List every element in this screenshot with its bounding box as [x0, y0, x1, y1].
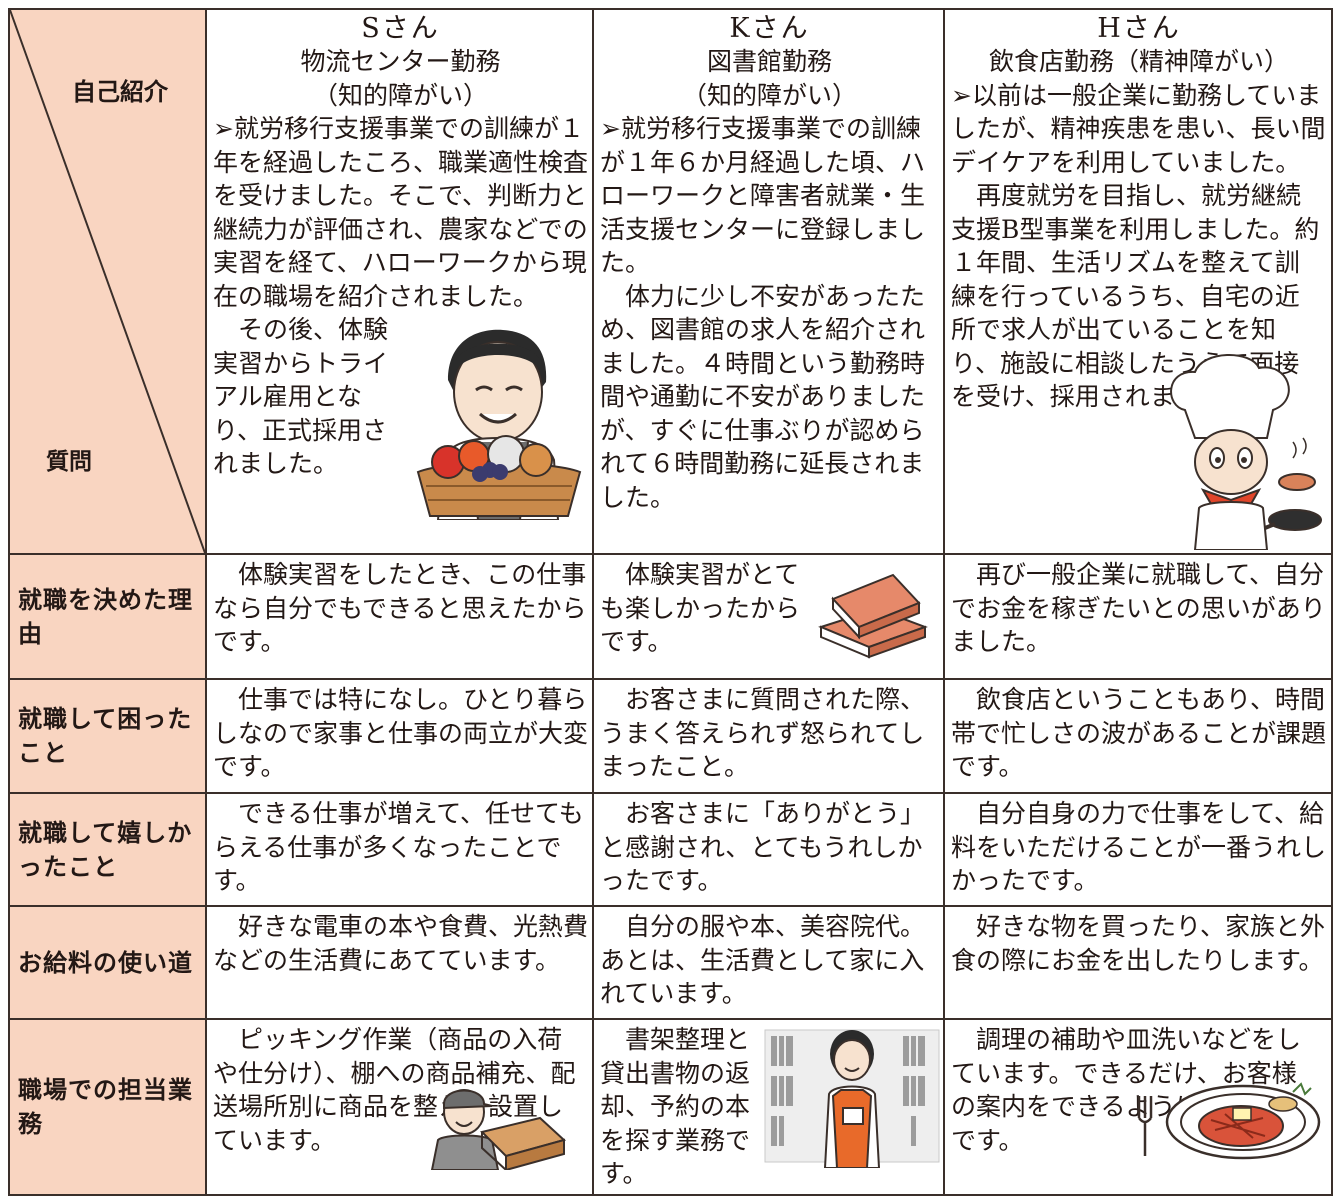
person-intro-follow: その後、体験実習からトライアル雇用となり、正式採用されました。 — [213, 315, 389, 478]
answer-cell: 仕事では特になし。ひとり暮らしなので家事と仕事の両立が大変です。 — [205, 678, 594, 794]
row-label: 就職して困ったこと — [8, 678, 207, 794]
person-intro-lead: ➢以前は一般企業に勤務していましたが、精神疾患を患い、長い間デイケアを利用してい… — [951, 80, 1326, 177]
answer-cell: ピッキング作業（商品の入荷や仕分け）、棚への商品補充、配送場所別に商品を整え、設… — [205, 1018, 594, 1196]
worker-carrying-box-icon — [430, 1089, 567, 1170]
answer-cell: お客さまに質問された際、うまく答えられず怒られてしまったこと。 — [592, 678, 945, 794]
answer-cell: 好きな物を買ったり、家族と外食の際にお金を出したりします。 — [943, 905, 1333, 1020]
person-intro-lead: ➢就労移行支援事業での訓練が１年を経過したころ、職業適性検査を受けました。そこで… — [213, 114, 589, 311]
answer-cell: 調理の補助や皿洗いなどをしています。できるだけ、お客様の案内をできるようになりた… — [943, 1018, 1333, 1196]
corner-label-self-intro: 自己紹介 — [72, 78, 168, 106]
answer-cell: 書架整理と貸出書物の返却、予約の本を探す業務です。 — [592, 1018, 945, 1196]
person-disability: （知的障がい） — [681, 80, 857, 110]
person-name: Hさん — [1097, 13, 1181, 44]
chef-with-frying-pan-icon — [1170, 354, 1322, 550]
person-disability: （知的障がい） — [312, 80, 488, 110]
person-job: 飲食店勤務（精神障がい） — [988, 47, 1289, 76]
person-job: 図書館勤務 — [706, 47, 832, 76]
answer-cell: お客さまに「ありがとう」と感謝され、とてもうれしかったです。 — [592, 792, 945, 907]
person-intro-follow: 体力に少し不安があったため、図書館の求人を紹介されました。４時間という勤務時間や… — [600, 281, 926, 512]
answer-cell: できる仕事が増えて、任せてもらえる仕事が多くなったことです。 — [205, 792, 594, 907]
person-h-intro: Hさん 飲食店勤務（精神障がい） ➢以前は一般企業に勤務していましたが、精神疾患… — [943, 8, 1333, 555]
corner-label-question: 質問 — [46, 449, 92, 475]
person-intro-follow: 再度就労を目指し、就労継続支援B型事業を利用しました。約１年間、生活リズムを整え… — [951, 181, 1320, 411]
table-corner-header: 自己紹介 質問 — [8, 8, 207, 555]
stacked-books-icon — [818, 573, 928, 659]
answer-cell: 飲食店ということもあり、時間帯で忙しさの波があることが課題です。 — [943, 678, 1333, 794]
answer-cell: 体験実習をしたとき、この仕事なら自分でもできると思えたからです。 — [205, 553, 594, 680]
steak-plate-icon — [1137, 1082, 1321, 1160]
row-label: 職場での担当業務 — [8, 1018, 207, 1196]
person-name: Sさん — [361, 13, 440, 44]
answer-cell: 好きな電車の本や食費、光熱費などの生活費にあてています。 — [205, 905, 594, 1020]
answer-cell: 体験実習がとても楽しかったからです。 — [592, 553, 945, 680]
row-label: 就職して嬉しかったこと — [8, 792, 207, 907]
person-intro-lead: ➢就労移行支援事業での訓練が１年６か月経過した頃、ハローワークと障害者就業・生活… — [600, 114, 926, 277]
corner-diagonal-line — [10, 10, 205, 553]
interview-table: 自己紹介 質問 Sさん 物流センター勤務 （知的障がい） ➢就労移行支援事業での… — [8, 8, 1333, 1196]
answer-cell: 自分の服や本、美容院代。あとは、生活費として家に入れています。 — [592, 905, 945, 1020]
person-name: Kさん — [729, 13, 810, 44]
farmer-with-vegetable-basket-icon — [416, 329, 582, 520]
person-k-intro: Kさん 図書館勤務 （知的障がい） ➢就労移行支援事業での訓練が１年６か月経過し… — [592, 8, 945, 555]
answer-cell: 自分自身の力で仕事をして、給料をいただけることが一番うれしかったです。 — [943, 792, 1333, 907]
librarian-with-bookshelf-icon — [764, 1029, 940, 1168]
person-s-intro: Sさん 物流センター勤務 （知的障がい） ➢就労移行支援事業での訓練が１年を経過… — [205, 8, 594, 555]
answer-cell: 再び一般企業に就職して、自分でお金を稼ぎたいとの思いがありました。 — [943, 553, 1333, 680]
row-label: 就職を決めた理由 — [8, 553, 207, 680]
row-label: お給料の使い道 — [8, 905, 207, 1020]
person-job: 物流センター勤務 — [300, 47, 501, 76]
